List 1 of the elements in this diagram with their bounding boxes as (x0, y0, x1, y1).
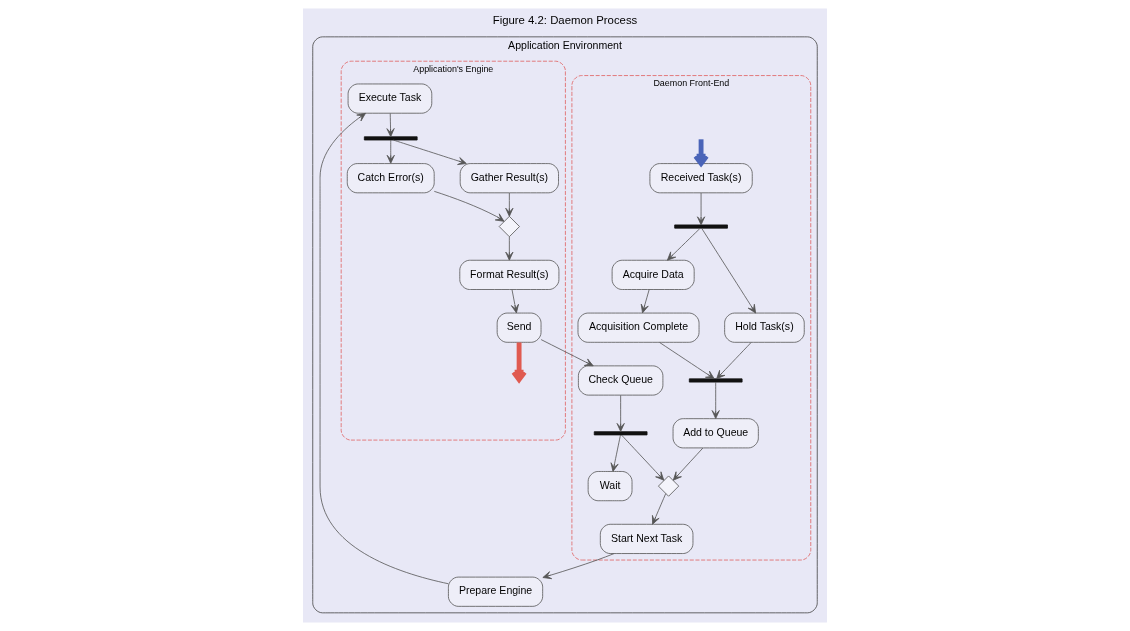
diagram-title: Figure 4.2: Daemon Process (492, 14, 638, 27)
